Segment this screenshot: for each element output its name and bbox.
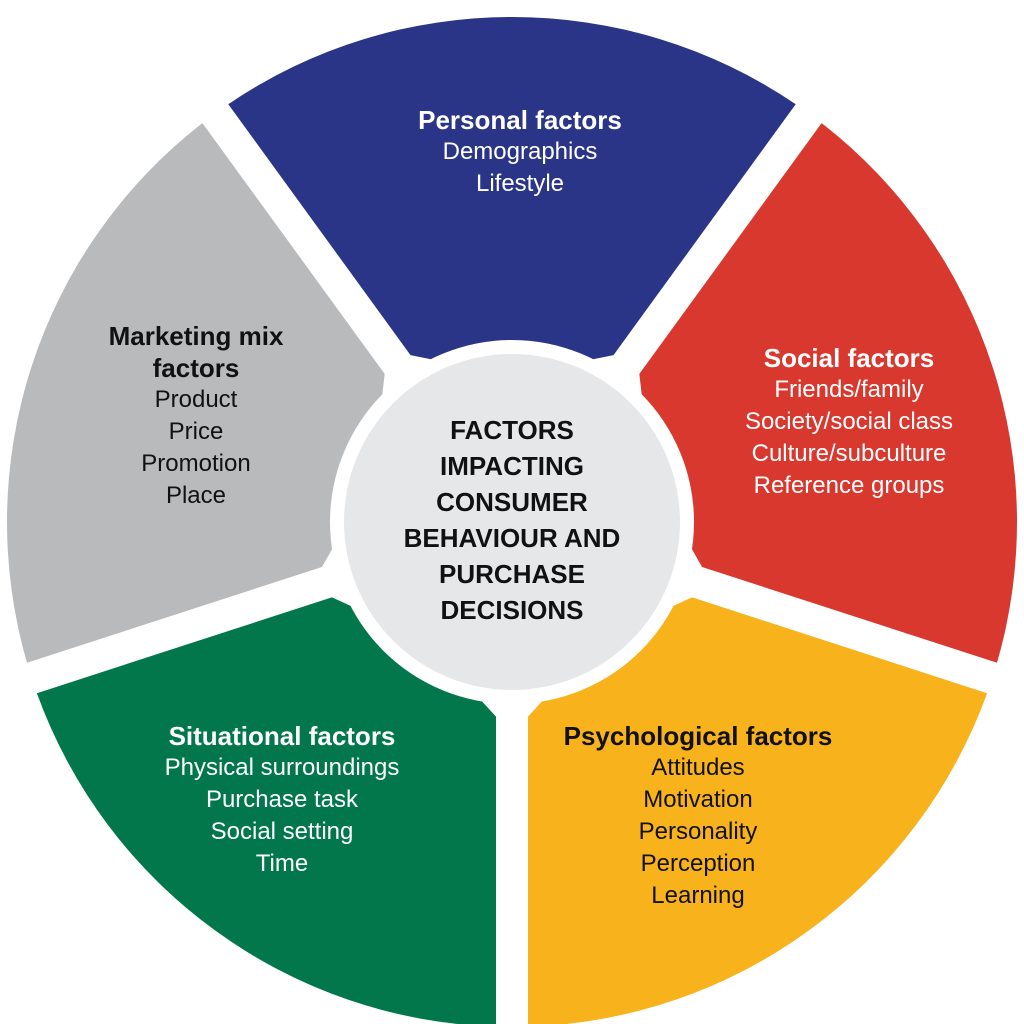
segment-item: Culture/subculture [751, 440, 947, 467]
marketing-mix-factors-segment [6, 123, 395, 663]
center-title-line: CONSUMER [436, 487, 588, 517]
segment-item: Society/social class [744, 408, 954, 435]
center-disc [344, 354, 680, 690]
segment-item: Lifestyle [475, 170, 565, 197]
segment-item: Perception [640, 850, 756, 877]
segment-title: Personal factors [418, 105, 622, 135]
center-title-line: DECISIONS [440, 595, 584, 625]
psychological-factors-label: Psychological factors Attitudes Motivati… [538, 720, 858, 912]
center-notch [478, 697, 546, 734]
social-factors-label: Social factors Friends/family Society/so… [709, 342, 989, 502]
segment-item: Motivation [643, 786, 753, 813]
center-notch [381, 350, 437, 401]
segment-item: Price [168, 418, 224, 445]
center-title: FACTORS IMPACTING CONSUMER BEHAVIOUR AND… [372, 412, 652, 628]
marketing-mix-factors-label: Marketing mix factors Product Price Prom… [66, 320, 326, 512]
segment-item: Reference groups [753, 472, 945, 499]
center-notch [587, 350, 643, 401]
center-title-line: BEHAVIOUR AND [403, 523, 621, 553]
social-factors-segment [629, 123, 1018, 663]
center-title-line: FACTORS [450, 415, 574, 445]
segment-title: Situational factors [168, 721, 396, 751]
segment-item: Time [255, 850, 309, 877]
segment-item: Product [154, 386, 238, 413]
center-notch [667, 543, 714, 609]
center-notch [310, 543, 357, 609]
segment-item: Personality [638, 818, 758, 845]
segment-item: Purchase task [205, 786, 359, 813]
segment-title: Marketing mix [108, 321, 284, 351]
center-title-line: IMPACTING [440, 451, 584, 481]
personal-factors-label: Personal factors Demographics Lifestyle [360, 104, 680, 200]
segment-title: Social factors [763, 343, 935, 373]
situational-factors-segment [36, 592, 496, 1024]
segment-item: Friends/family [774, 376, 924, 403]
segment-item: Promotion [141, 450, 251, 477]
segment-item: Learning [651, 882, 745, 909]
segment-item: Social setting [210, 818, 354, 845]
segment-item: Attitudes [651, 754, 745, 781]
segment-item: Physical surroundings [164, 754, 400, 781]
situational-factors-label: Situational factors Physical surrounding… [122, 720, 442, 880]
center-title-line: PURCHASE [439, 559, 585, 589]
segment-item: Demographics [442, 138, 598, 165]
segment-title: factors [152, 353, 240, 383]
segment-title: Psychological factors [563, 721, 833, 751]
segment-item: Place [165, 482, 227, 509]
personal-factors-segment [228, 16, 796, 370]
psychological-factors-segment [528, 592, 988, 1024]
